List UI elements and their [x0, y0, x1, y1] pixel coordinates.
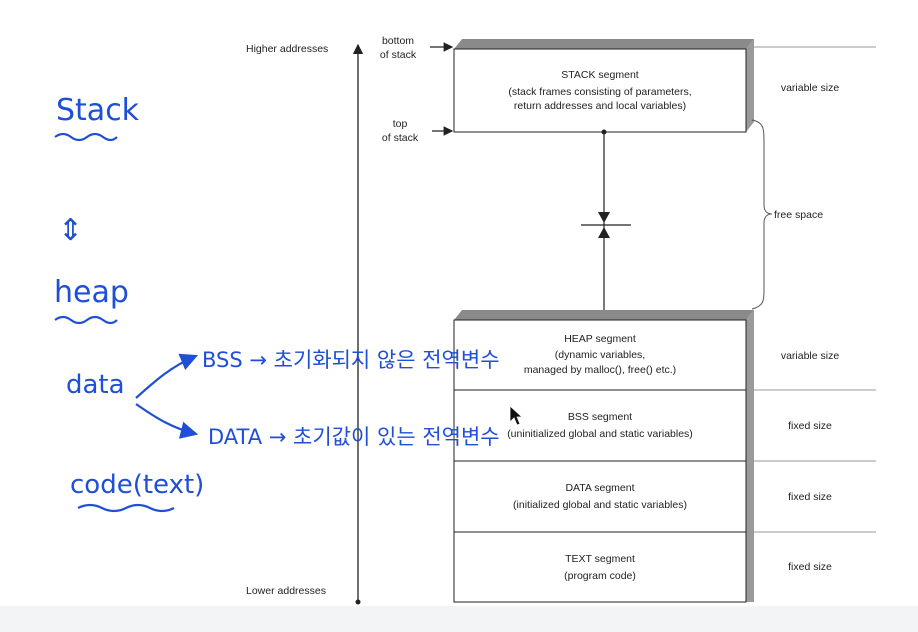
top-of-stack-label-2: of stack	[382, 132, 419, 144]
mouse-cursor-icon	[509, 405, 524, 426]
data-size-label: fixed size	[788, 491, 832, 503]
free-space-brace	[751, 119, 773, 310]
handwritten-stack: Stack	[56, 93, 140, 128]
lower-addresses-label: Lower addresses	[246, 585, 326, 597]
bottom-of-stack-label-2: of stack	[380, 49, 417, 61]
stack-segment-desc-2: return addresses and local variables)	[514, 100, 686, 112]
bss-segment-desc: (uninitialized global and static variabl…	[507, 428, 693, 440]
stack-segment-title: STACK segment	[561, 69, 638, 81]
text-segment-box	[453, 531, 747, 603]
top-of-stack-label-1: top	[393, 118, 408, 130]
text-segment-desc: (program code)	[564, 570, 636, 582]
text-segment-title: TEXT segment	[565, 553, 635, 565]
data-segment-title: DATA segment	[565, 482, 634, 494]
higher-addresses-label: Higher addresses	[246, 43, 328, 55]
heap-segment-box	[453, 319, 747, 391]
handwritten-data: data	[66, 370, 125, 400]
stack-block-side	[746, 39, 754, 132]
bottom-strip	[0, 606, 918, 632]
bss-segment-box	[453, 389, 747, 462]
handwritten-updown-arrow: ⇕	[58, 213, 83, 248]
heap-block-top	[454, 310, 754, 320]
stack-underline	[54, 132, 118, 142]
bss-segment-title: BSS segment	[568, 411, 632, 423]
data-segment-desc: (initialized global and static variables…	[513, 499, 687, 511]
data-to-data-arrow	[135, 403, 199, 439]
stack-segment-box	[453, 48, 747, 133]
handwritten-code-text: code(text)	[70, 470, 204, 500]
heap-underline	[54, 315, 118, 325]
free-space-arrow-down	[598, 212, 610, 223]
text-size-label: fixed size	[788, 561, 832, 573]
handwritten-heap: heap	[54, 275, 129, 310]
heap-size-label: variable size	[781, 350, 840, 362]
free-space-arrow-up	[598, 227, 610, 238]
data-segment-box	[453, 460, 747, 533]
stack-block-top	[454, 39, 754, 49]
handwritten-bss-note: BSS → 초기화되지 않은 전역변수	[202, 348, 500, 372]
bss-size-label: fixed size	[788, 420, 832, 432]
heap-segment-desc-2: managed by malloc(), free() etc.)	[524, 364, 676, 376]
free-space-label: free space	[774, 209, 823, 221]
code-underline	[77, 503, 175, 513]
heap-segment-title: HEAP segment	[564, 333, 636, 345]
bottom-of-stack-label-1: bottom	[382, 35, 414, 47]
stack-segment-desc-1: (stack frames consisting of parameters,	[508, 86, 691, 98]
heap-block-side	[746, 310, 754, 602]
handwritten-data-note: DATA → 초기값이 있는 전역변수	[208, 425, 500, 449]
heap-segment-desc-1: (dynamic variables,	[555, 349, 645, 361]
stack-size-label: variable size	[781, 82, 840, 94]
data-to-bss-arrow	[135, 353, 199, 399]
